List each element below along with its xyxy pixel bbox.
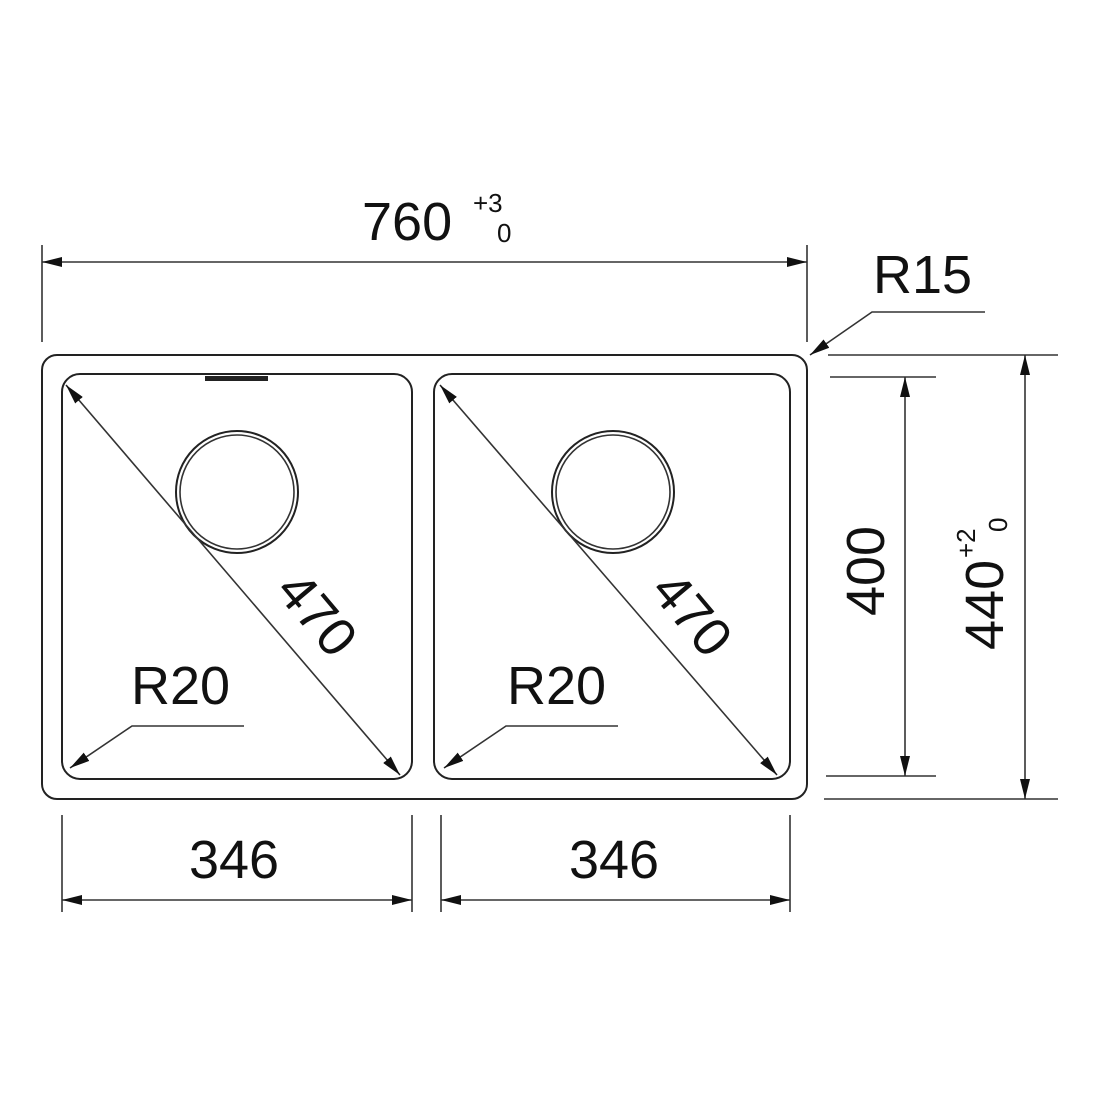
overall-width-tol-lower: 0 [497,218,511,248]
right-r20-leader [443,725,618,769]
overall-width-value: 760 [362,192,452,252]
left-bowl-outline [61,373,413,780]
overall-depth-tol-lower: 0 [983,518,1013,532]
right-bowl-radius-label: R20 [507,656,606,716]
overall-width-tol-upper: +3 [473,188,503,218]
left-drain-inner [179,434,295,550]
right-bowl-width-value: 346 [569,830,659,890]
r15-leader [809,311,985,356]
right-bowl-diagonal-dimension [439,384,778,776]
sink-outer-outline [41,354,808,800]
left-bowl-diagonal-value: 470 [265,561,369,669]
outer-radius-label: R15 [873,245,972,305]
left-bowl-diagonal-dimension [65,384,401,776]
overflow-slot [205,376,268,381]
right-drain-inner [555,434,671,550]
left-bowl-width-value: 346 [189,830,279,890]
left-bowl-radius-label: R20 [131,656,230,716]
overall-depth-tol-upper: +2 [951,528,981,558]
bowl-depth-value: 400 [836,526,896,616]
right-bowl-outline [433,373,791,780]
right-bowl-diagonal-value: 470 [640,561,744,669]
left-r20-leader [69,725,244,769]
overall-depth-value: 440 [955,560,1015,650]
